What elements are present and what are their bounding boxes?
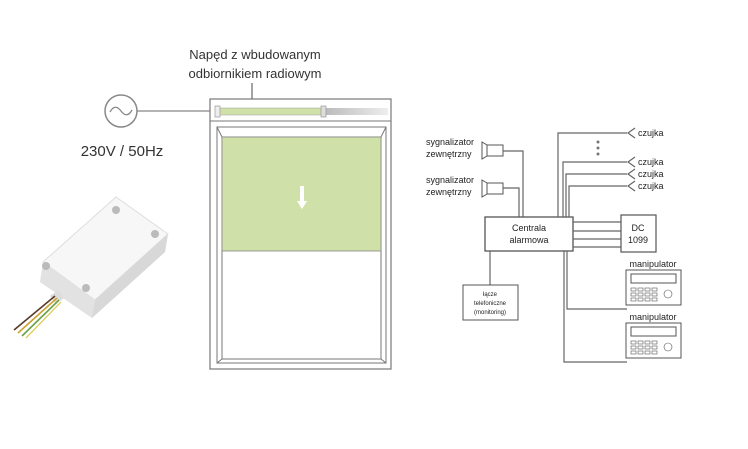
tube-motor xyxy=(217,107,326,116)
siren-2-label-line2: zewnętrzny xyxy=(426,187,472,197)
siren-icon xyxy=(481,179,504,198)
central-label-line1: Centrala xyxy=(512,223,546,233)
sensor-icon xyxy=(626,180,636,192)
power-label: 230V / 50Hz xyxy=(81,143,164,160)
siren-icon xyxy=(481,141,504,160)
radio-receiver-module xyxy=(13,196,169,339)
sensor-icon xyxy=(626,168,636,180)
sensor-label: czujka xyxy=(638,169,664,179)
module-label-line2: 1099 xyxy=(628,235,648,245)
ac-source-icon xyxy=(104,94,138,128)
keypad-icon xyxy=(625,269,682,306)
keypad-label: manipulator xyxy=(629,312,676,322)
siren-2-label-line1: sygnalizator xyxy=(426,175,474,185)
siren-1-label-line1: sygnalizator xyxy=(426,137,474,147)
phone-line-box xyxy=(462,284,519,321)
central-label-line2: alarmowa xyxy=(509,235,548,245)
drive-label-line2: odbiornikiem radiowym xyxy=(189,66,322,81)
siren-1-label-line2: zewnętrzny xyxy=(426,149,472,159)
alarm-system-diagram: sygnalizator zewnętrzny sygnalizator zew… xyxy=(426,127,682,363)
keypad-label: manipulator xyxy=(629,259,676,269)
drive-label-line1: Napęd z wbudowanym xyxy=(189,47,321,62)
dc1099-module xyxy=(620,214,657,253)
arrow-down-icon xyxy=(297,186,307,209)
phone-label-line1: łącze xyxy=(483,292,498,298)
central-unit xyxy=(484,216,574,252)
ellipsis-dots xyxy=(596,140,600,156)
sensor-label: czujka xyxy=(638,157,664,167)
phone-label-line3: (monitoring) xyxy=(474,310,506,316)
module-label-line1: DC xyxy=(632,223,645,233)
sensor-label: czujka xyxy=(638,128,664,138)
keypad-icon xyxy=(625,322,682,359)
window-roller-blind xyxy=(209,98,392,370)
sensor-icon xyxy=(626,156,636,168)
sensor-icon xyxy=(626,127,636,139)
phone-label-line2: telefoniczne xyxy=(474,301,507,307)
sensor-label: czujka xyxy=(638,181,664,191)
